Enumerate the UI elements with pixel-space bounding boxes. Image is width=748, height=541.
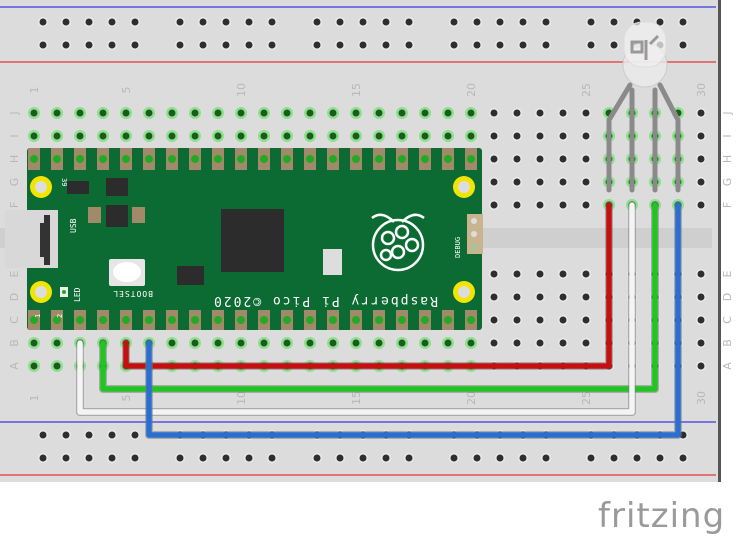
column-label: 20 <box>465 83 478 97</box>
row-label: H <box>721 155 734 163</box>
row-label: H <box>8 155 21 163</box>
row-label: J <box>721 111 734 115</box>
bootsel-label: BOOTSEL <box>112 289 153 298</box>
column-label: 30 <box>695 391 708 405</box>
row-label: I <box>721 134 734 137</box>
chip <box>106 205 128 227</box>
column-label: 15 <box>350 83 363 97</box>
usb-connector <box>5 210 58 268</box>
wire-white[interactable] <box>77 202 635 415</box>
wire-red[interactable] <box>123 202 612 369</box>
pin1-label: 1 <box>34 314 42 318</box>
column-label: 1 <box>28 87 41 94</box>
pico-title: Raspberry Pi Pico ©2020 <box>212 293 438 308</box>
jumper-wires <box>76 201 682 439</box>
row-label: D <box>8 293 21 301</box>
column-label: 10 <box>235 83 248 97</box>
row-label: C <box>721 316 734 324</box>
column-label: 25 <box>580 391 593 405</box>
pin39-label: 39 <box>60 178 68 186</box>
column-label: 25 <box>580 83 593 97</box>
row-label: A <box>721 362 734 370</box>
column-label: 5 <box>120 87 133 94</box>
row-label: J <box>8 111 21 115</box>
row-label: E <box>8 270 21 277</box>
debug-label: DEBUG <box>454 237 462 258</box>
fritzing-logo: fritzing <box>598 496 726 536</box>
row-label: F <box>8 202 21 208</box>
pin2-label: 2 <box>56 314 64 318</box>
column-label: 30 <box>695 83 708 97</box>
wire-blue[interactable] <box>146 202 681 438</box>
row-label: A <box>8 362 21 370</box>
column-label: 20 <box>465 391 478 405</box>
row-label: B <box>721 339 734 347</box>
row-label: G <box>8 178 21 187</box>
wire-green[interactable] <box>100 202 658 392</box>
row-label: D <box>721 293 734 301</box>
chip <box>177 266 204 285</box>
row-label: B <box>8 339 21 347</box>
column-label: 15 <box>350 391 363 405</box>
rp2040-chip <box>221 209 284 272</box>
row-label: E <box>721 270 734 277</box>
column-label: 1 <box>28 395 41 402</box>
rgb-led[interactable] <box>606 21 681 193</box>
row-label: I <box>8 134 21 137</box>
row-label: G <box>721 178 734 187</box>
led-flat-icon <box>630 34 660 60</box>
column-label: 5 <box>120 395 133 402</box>
raspberry-pi-pico[interactable]: Raspberry Pi Pico ©2020 BOOTSEL USB LED … <box>5 148 483 330</box>
breadboard-edge <box>718 0 721 482</box>
usb-label: USB <box>69 218 78 233</box>
column-label: 10 <box>235 391 248 405</box>
chip <box>67 181 89 194</box>
row-label: C <box>8 316 21 324</box>
usb-port-icon <box>40 215 50 265</box>
row-label: F <box>721 202 734 208</box>
chip <box>106 178 128 196</box>
raspberry-logo <box>371 213 425 272</box>
led-label: LED <box>73 287 82 302</box>
